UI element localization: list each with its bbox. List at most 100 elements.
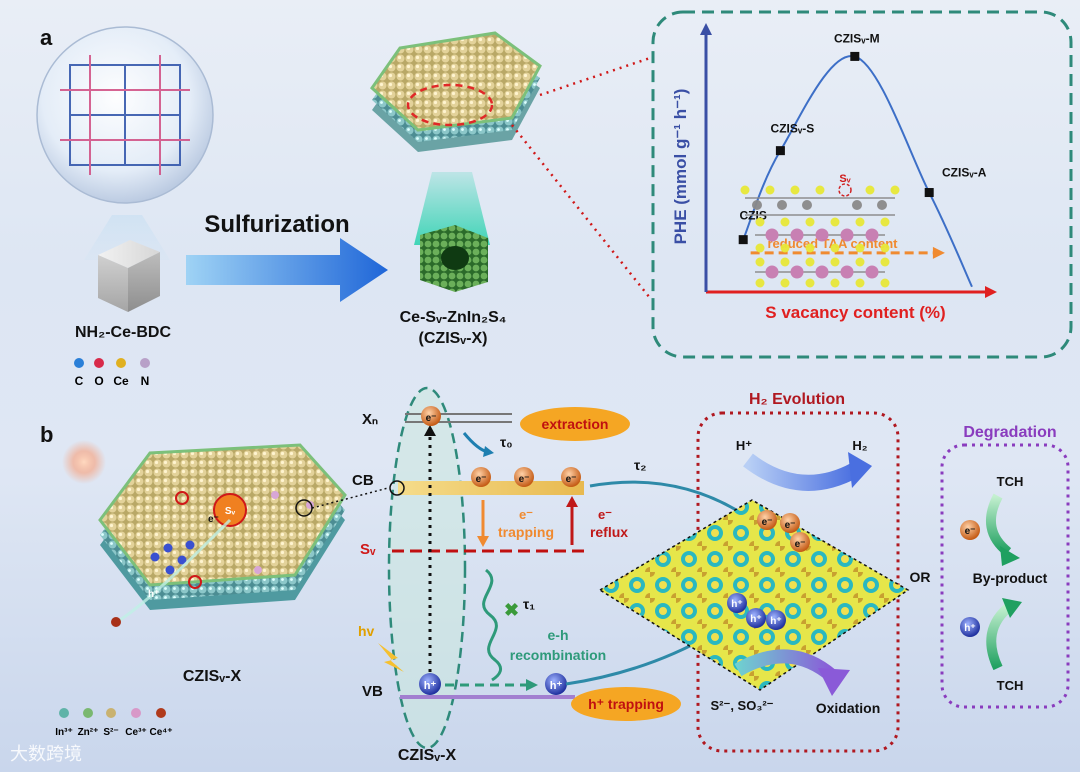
legend-in: In³⁺ (55, 727, 73, 738)
hv-label: hv (358, 623, 375, 639)
degradation-electron-label: e⁻ (965, 526, 976, 537)
degradation-hole-label: h⁺ (964, 623, 975, 634)
catalyst-slab (100, 445, 345, 620)
oxidation-arrowhead (818, 668, 850, 696)
surface-electron-1: e⁻ (762, 517, 773, 528)
tch-top-label: TCH (997, 474, 1024, 489)
product-label-line2: (CZISᵥ-X) (419, 330, 488, 347)
surface-hole-2: h⁺ (750, 614, 761, 625)
tch-bottom-label: TCH (997, 678, 1024, 693)
h2-evolution-arrow (748, 460, 855, 483)
surface-electron-3: e⁻ (795, 539, 806, 550)
recombination-path (484, 570, 501, 680)
data-point-4 (925, 188, 934, 197)
h2-evolution-arrowhead (848, 452, 872, 488)
oxidation-label: Oxidation (816, 700, 881, 716)
tau2-arrow (590, 482, 752, 520)
h2-evolution-title: H₂ Evolution (749, 391, 845, 408)
connector-bottom (512, 125, 650, 298)
hole-vb-2-label: h⁺ (550, 680, 563, 692)
recomb-label-2: recombination (510, 647, 606, 663)
hole-transfer-arrowhead (526, 679, 538, 691)
data-point-label-2: CZISᵥ-S (771, 122, 815, 136)
product-label-line1: Ce-Sᵥ-ZnIn₂S₄ (400, 309, 507, 326)
legend-zn: Zn²⁺ (78, 727, 99, 738)
electron-cb-3: e⁻ (566, 474, 577, 485)
tau1-label: τ₁ (523, 596, 535, 612)
tau0-label: τ₀ (500, 434, 513, 450)
legend-o: O (94, 374, 103, 388)
h-plus-label: H⁺ (736, 438, 752, 453)
extraction-label: extraction (542, 416, 609, 432)
h2-label: H₂ (852, 438, 867, 453)
electron-xn: e⁻ (426, 413, 437, 424)
trapping-label-2: trapping (498, 524, 554, 540)
degradation-arrow-top (991, 496, 1008, 552)
precursor-cube (98, 240, 160, 312)
data-point-2 (776, 146, 785, 155)
legend-ce3: Ce³⁺ (125, 727, 146, 738)
surface-hole-3: h⁺ (770, 616, 781, 627)
sulfurization-arrow (186, 238, 388, 302)
y-axis-arrowhead (700, 23, 712, 35)
slab-hole-label: h⁺ (148, 589, 159, 600)
product-nanocage (420, 225, 488, 292)
legend-ce: Ce (113, 374, 129, 388)
electron-cb-2: e⁻ (519, 474, 530, 485)
trapping-arrowhead (477, 536, 489, 547)
tau0-arrowhead (483, 446, 494, 457)
xn-level-label: Xₙ (362, 411, 378, 428)
byproduct-label: By-product (973, 570, 1048, 586)
product-hexagon (372, 33, 540, 152)
or-label: OR (910, 569, 931, 585)
degradation-arrow-bottom (991, 606, 1010, 668)
recombination-cross-icon: ✖ (504, 600, 519, 620)
precursor-label: NH₂-Ce-BDC (75, 324, 171, 341)
x-axis-arrowhead (985, 286, 997, 298)
legend-n: N (141, 374, 150, 388)
h-trapping-label: h⁺ trapping (588, 696, 664, 712)
data-point-label-3: CZISᵥ-M (834, 31, 880, 45)
scavenger-label: S²⁻, SO₃²⁻ (710, 698, 773, 713)
reflux-arrowhead (566, 496, 578, 507)
hole-vb-1-label: h⁺ (424, 680, 437, 692)
slab-ce4-atom (111, 617, 121, 627)
panel-a-label: a (40, 25, 53, 50)
atom-legend: C O Ce N (74, 358, 150, 388)
tau0-arrow (464, 433, 488, 452)
band-label: CZISᵥ-X (398, 747, 457, 764)
cb-label: CB (352, 472, 374, 489)
data-point-1 (739, 235, 748, 244)
inset-crystal-structure (741, 184, 900, 288)
vb-label: VB (362, 683, 383, 700)
connector-top (540, 58, 650, 95)
slab-electron-label: e⁻ (208, 514, 219, 525)
panel-b-label: b (40, 422, 53, 447)
legend-ce4: Ce⁴⁺ (149, 727, 172, 738)
tau2-label: τ₂ (634, 457, 646, 473)
x-axis-title: S vacancy content (%) (765, 303, 945, 322)
reflux-label-2: reflux (590, 524, 628, 540)
taa-arrowhead (933, 247, 945, 259)
legend-s: S²⁻ (103, 727, 118, 738)
degradation-title: Degradation (963, 424, 1056, 441)
surface-hole-1: h⁺ (731, 599, 742, 610)
data-point-3 (850, 52, 859, 61)
inset-sv-label: Sᵥ (839, 173, 851, 185)
sulfurization-label: Sulfurization (204, 211, 349, 238)
trapping-label-1: e⁻ (519, 507, 533, 522)
slab-sv-label: Sᵥ (225, 506, 236, 517)
y-axis-title: PHE (mmol g⁻¹ h⁻¹) (671, 89, 690, 245)
watermark: 大数跨境 (10, 740, 82, 766)
sv-level-label: Sᵥ (360, 541, 376, 558)
legend-c: C (75, 374, 84, 388)
light-source (62, 440, 106, 484)
reflux-label-1: e⁻ (598, 507, 612, 522)
catalyst-label: CZISᵥ-X (183, 668, 242, 685)
recomb-label-1: e-h (548, 627, 569, 643)
ion-legend: In³⁺ Zn²⁺ S²⁻ Ce³⁺ Ce⁴⁺ (55, 708, 172, 738)
data-point-label-4: CZISᵥ-A (942, 166, 987, 180)
electron-cb-1: e⁻ (476, 474, 487, 485)
surface-electron-2: e⁻ (785, 520, 796, 531)
